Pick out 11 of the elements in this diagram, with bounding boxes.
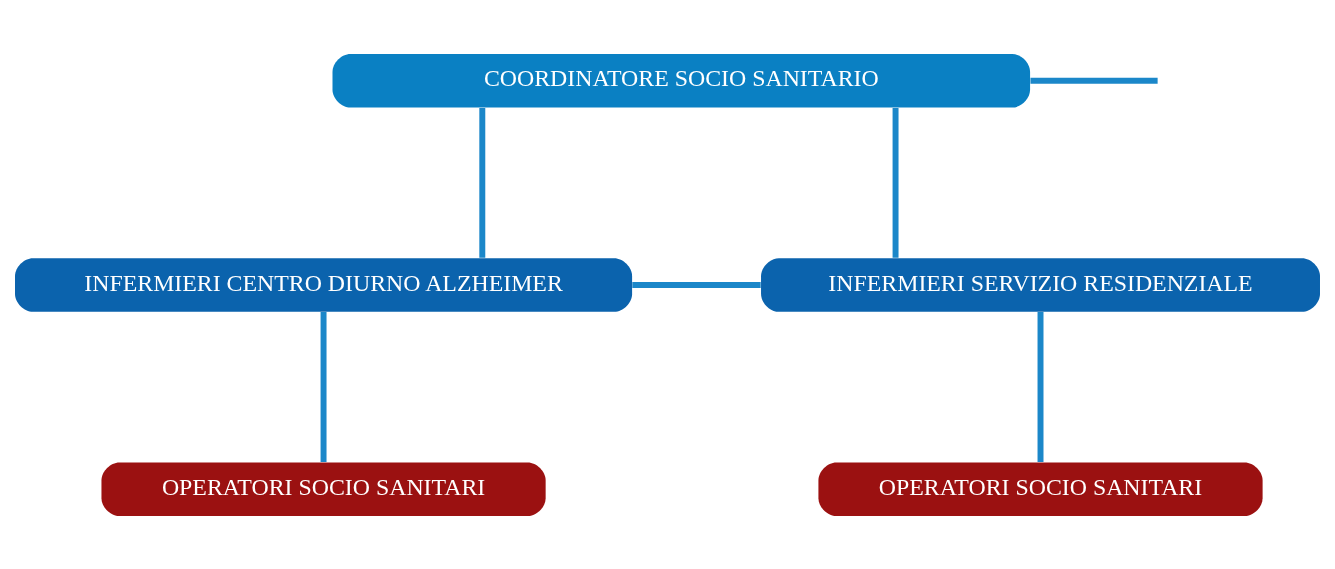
node-box: INFERMIERI CENTRO DIURNO ALZHEIMER	[15, 257, 633, 312]
connector	[1037, 311, 1044, 462]
connector	[320, 311, 327, 462]
connector	[1030, 77, 1158, 84]
node-box: INFERMIERI SERVIZIO RESIDENZIALE	[761, 257, 1320, 312]
connector	[892, 107, 899, 258]
node-box: COORDINATORE SOCIO SANITARIO	[332, 53, 1031, 108]
node-box: OPERATORI SOCIO SANITARI	[818, 461, 1263, 516]
node-box: OPERATORI SOCIO SANITARI	[101, 461, 546, 516]
connector	[632, 281, 761, 288]
connector	[479, 107, 486, 258]
